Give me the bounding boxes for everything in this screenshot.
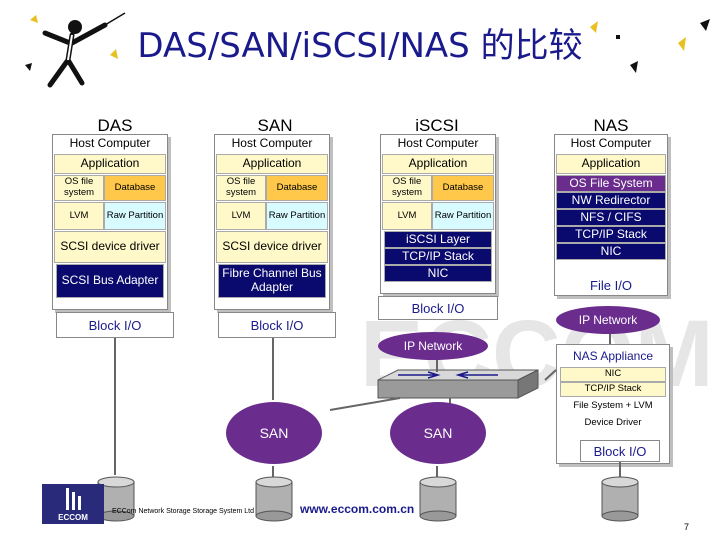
- footer-website[interactable]: www.eccom.com.cn: [300, 502, 415, 516]
- nas-heading: NAS: [593, 116, 629, 135]
- san-fibre-channel-adapter: Fibre Channel Bus Adapter: [218, 264, 326, 298]
- san-host-computer: Host Computer: [231, 136, 313, 151]
- iscsi-os-file-system: OS file system: [382, 175, 432, 201]
- fabric-switch-icon: [377, 369, 539, 399]
- san-cloud: SAN: [226, 402, 322, 464]
- das-scsi-bus-adapter: SCSI Bus Adapter: [56, 264, 164, 298]
- das-raw-partition: Raw Partition: [104, 202, 166, 230]
- iscsi-layer: iSCSI Layer: [384, 231, 492, 248]
- eccom-logo-text: ECCOM: [58, 513, 88, 522]
- das-heading: DAS: [97, 116, 133, 135]
- nas-nic: NIC: [556, 243, 666, 260]
- iscsi-host-computer: Host Computer: [397, 136, 479, 151]
- san-lvm: LVM: [216, 202, 266, 230]
- das-database: Database: [104, 175, 166, 201]
- iscsi-tcpip-stack: TCP/IP Stack: [384, 248, 492, 265]
- das-lvm: LVM: [54, 202, 104, 230]
- nas-appliance-tcpip: TCP/IP Stack: [560, 382, 666, 397]
- nas-nfs-cifs: NFS / CIFS: [556, 209, 666, 226]
- nas-host-computer: Host Computer: [570, 136, 652, 151]
- nas-disk-icon: [601, 476, 639, 522]
- das-host-computer: Host Computer: [69, 136, 151, 151]
- nas-os-file-system: OS File System: [556, 175, 666, 192]
- iscsi-nic: NIC: [384, 265, 492, 282]
- iscsi-heading: iSCSI: [415, 116, 459, 135]
- das-application: Application: [54, 154, 166, 174]
- das-os-file-system: OS file system: [54, 175, 104, 201]
- nas-application: Application: [556, 154, 666, 174]
- iscsi-lvm: LVM: [382, 202, 432, 230]
- san-raw-partition: Raw Partition: [266, 202, 328, 230]
- nas-tcpip-stack: TCP/IP Stack: [556, 226, 666, 243]
- eccom-logo-icon: [66, 488, 81, 510]
- nas-device-driver: Device Driver: [584, 417, 642, 429]
- iscsi-ip-network: IP Network: [378, 332, 488, 360]
- decor-shapes-icon: [590, 19, 710, 73]
- san-os-file-system: OS file system: [216, 175, 266, 201]
- san-scsi-device-driver: SCSI device driver: [216, 231, 328, 263]
- nas-file-io: File I/O: [590, 277, 632, 293]
- iscsi-block-io: Block I/O: [378, 296, 498, 320]
- page-number: 7: [684, 522, 690, 532]
- nas-block-io: Block I/O: [580, 440, 660, 462]
- nas-appliance-label: NAS Appliance: [572, 349, 654, 364]
- iscsi-san-cloud: SAN: [390, 402, 486, 464]
- nas-nw-redirector: NW Redirector: [556, 192, 666, 209]
- das-scsi-device-driver: SCSI device driver: [54, 231, 166, 263]
- san-heading: SAN: [257, 116, 293, 135]
- san-block-io: Block I/O: [218, 312, 336, 338]
- fencer-logo-icon: [25, 12, 126, 88]
- iscsi-database: Database: [432, 175, 494, 201]
- das-disk-icon: [97, 476, 135, 522]
- page-title: DAS/SAN/iSCSI/NAS 的比较: [137, 26, 583, 66]
- san-disk-icon: [255, 476, 293, 522]
- nas-appliance-fs-lvm: File System + LVM: [573, 400, 653, 412]
- das-block-io: Block I/O: [56, 312, 174, 338]
- san-database: Database: [266, 175, 328, 201]
- nas-appliance-nic: NIC: [560, 367, 666, 382]
- san-application: Application: [216, 154, 328, 174]
- iscsi-application: Application: [382, 154, 494, 174]
- iscsi-raw-partition: Raw Partition: [432, 202, 494, 230]
- nas-ip-network: IP Network: [556, 306, 660, 334]
- iscsi-disk-icon: [419, 476, 457, 522]
- eccom-logo: ECCOM: [42, 484, 104, 524]
- footer-company: ECCom Network Storage Storage System Ltd: [112, 508, 255, 515]
